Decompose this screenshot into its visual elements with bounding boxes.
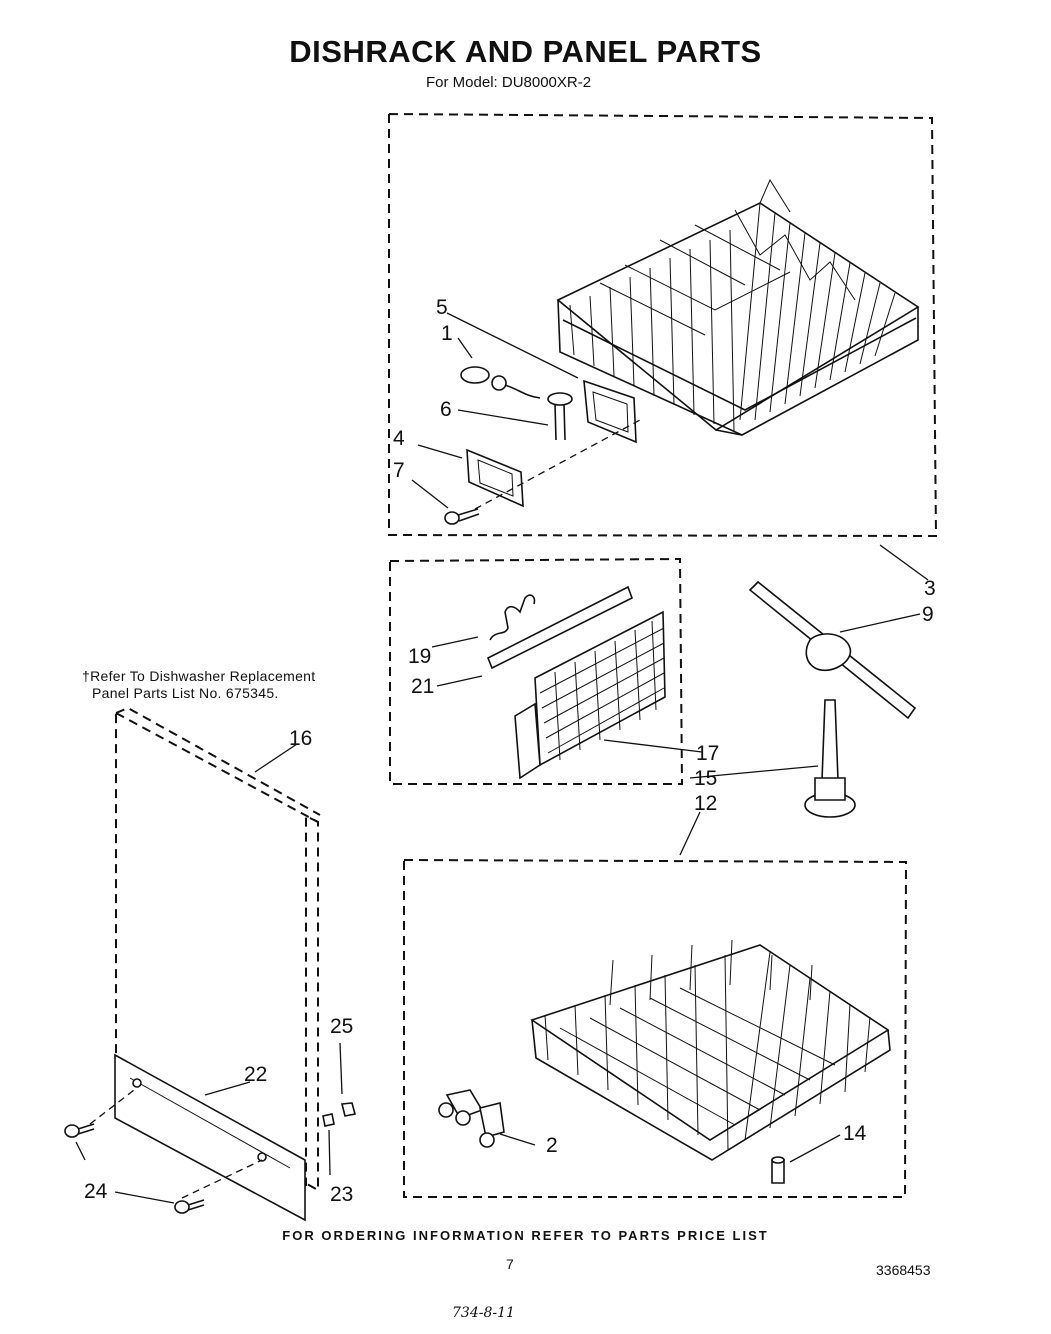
callout-17: 17: [696, 742, 720, 765]
lower-dishrack-drawing: [530, 939, 891, 1161]
front-panel-drawing: [114, 706, 321, 1222]
callout-19: 19: [408, 645, 432, 668]
callout-24: 24: [84, 1180, 108, 1203]
handwritten-code: 734-8-11: [452, 1305, 515, 1321]
callout-16: 16: [289, 727, 313, 750]
callout-9: 9: [922, 603, 934, 626]
ordering-info: FOR ORDERING INFORMATION REFER TO PARTS …: [282, 1228, 769, 1243]
callout-3: 3: [924, 577, 936, 600]
lower-rack-group-box: [403, 858, 908, 1198]
callout-21: 21: [411, 675, 435, 698]
model-subtitle: For Model: DU8000XR-2: [426, 74, 592, 91]
replacement-note-line2: Panel Parts List No. 675345.: [92, 685, 279, 701]
callout-5: 5: [436, 296, 448, 319]
callout-14: 14: [843, 1122, 867, 1145]
callout-7: 7: [393, 459, 405, 482]
replacement-note-line1: †Refer To Dishwasher Replacement: [82, 668, 316, 684]
callout-22: 22: [244, 1063, 268, 1086]
callout-15: 15: [694, 767, 718, 790]
document-number: 3368453: [876, 1262, 931, 1278]
silverware-basket-drawing: [486, 585, 666, 780]
wash-arm-drawing: [748, 580, 917, 818]
upper-rack-group-box: [388, 112, 938, 538]
rack-adjuster-parts: [444, 366, 641, 525]
callout-2: 2: [546, 1134, 558, 1157]
callout-leaders: [75, 312, 929, 1204]
silverware-group-box: [389, 557, 684, 785]
callout-1: 1: [441, 322, 453, 345]
callout-23: 23: [330, 1183, 354, 1206]
fasteners-drawing: [64, 1102, 356, 1214]
page-title: DISHRACK AND PANEL PARTS: [289, 34, 762, 69]
page-number: 7: [506, 1256, 514, 1272]
callout-6: 6: [440, 398, 452, 421]
callout-4: 4: [393, 427, 405, 450]
callout-25: 25: [330, 1015, 354, 1038]
upper-dishrack-drawing: [556, 178, 920, 436]
callout-12: 12: [694, 792, 718, 815]
rack-roller-drawing: [438, 1089, 785, 1184]
